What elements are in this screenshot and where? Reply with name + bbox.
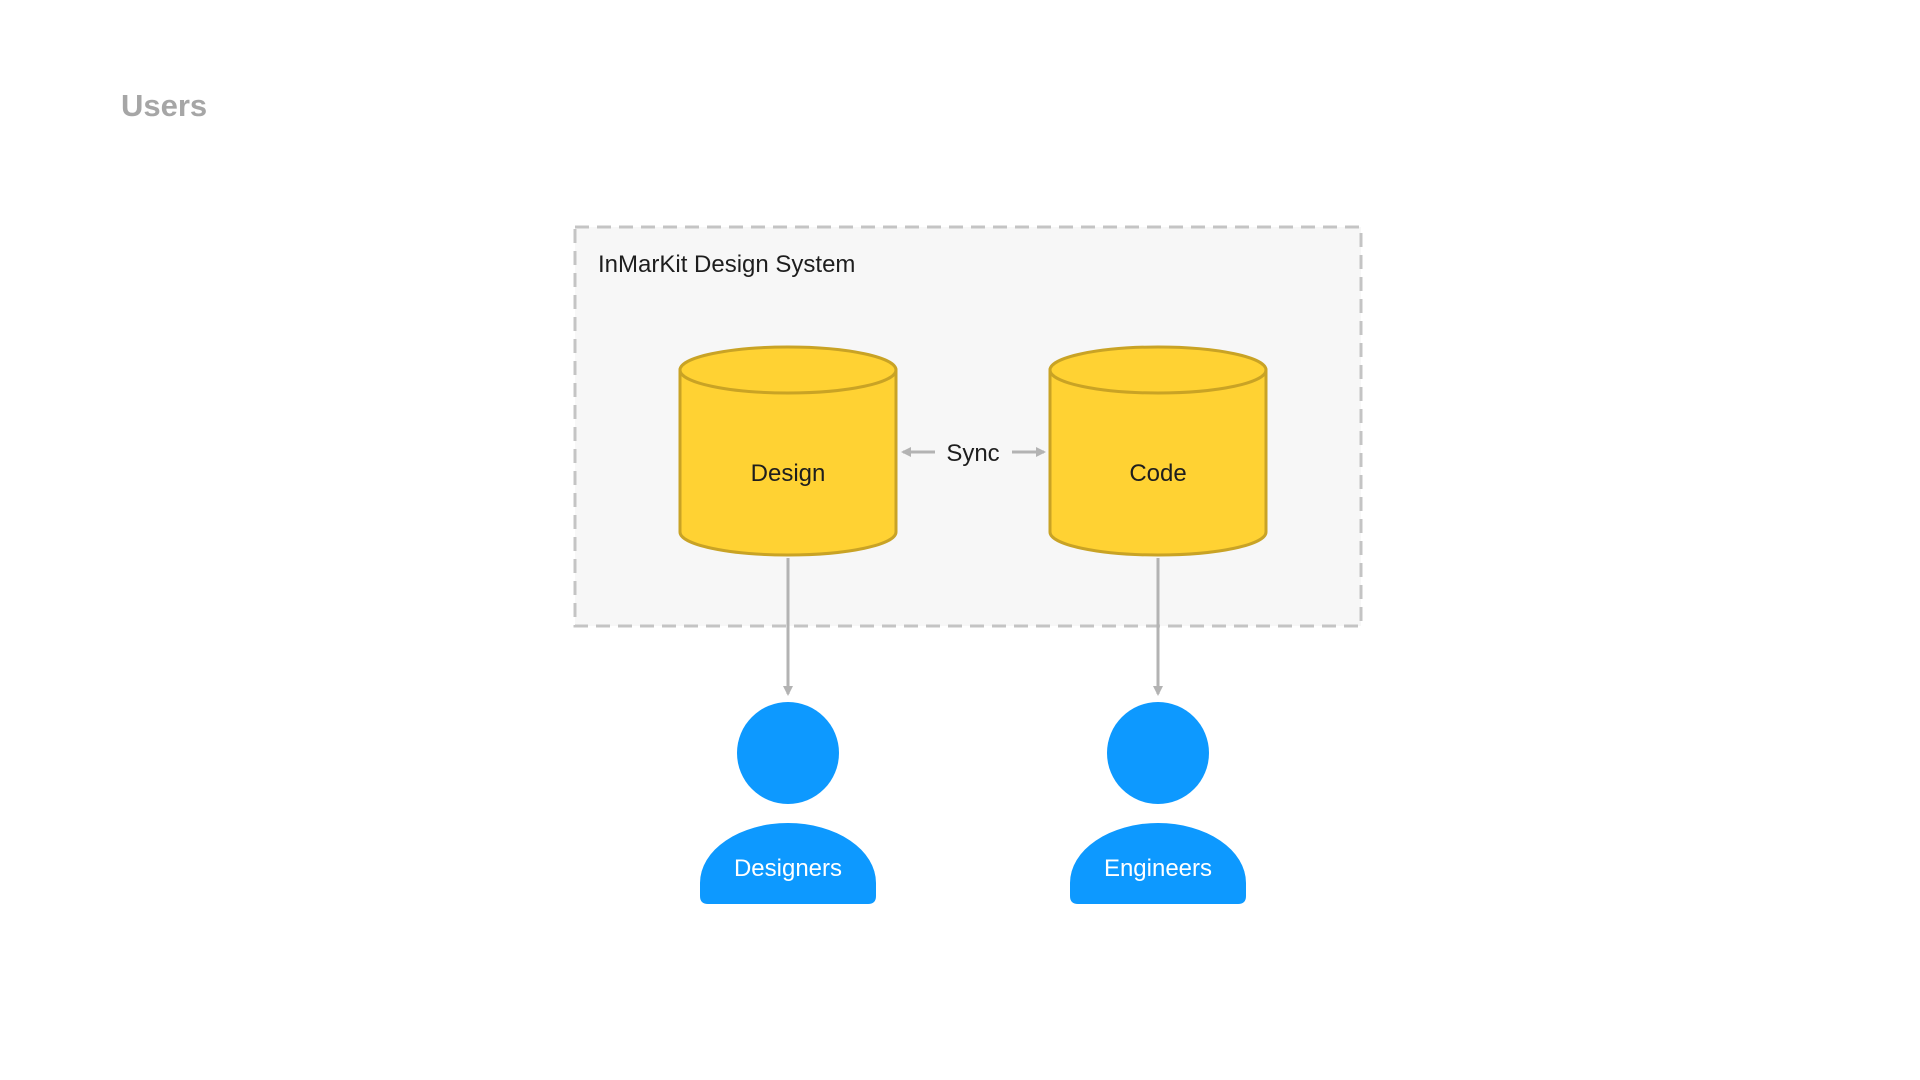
engineers-person-icon-head bbox=[1107, 702, 1209, 804]
design-node-label: Design bbox=[751, 460, 826, 487]
sync-edge: Sync bbox=[901, 440, 1046, 467]
engineers-label: Engineers bbox=[1104, 855, 1212, 882]
designers-person-icon-body bbox=[700, 823, 876, 904]
designers-person-icon-head bbox=[737, 702, 839, 804]
design-database-node: Design bbox=[678, 345, 898, 557]
code-database-node: Code bbox=[1048, 345, 1268, 557]
engineers-actor-node: Engineers bbox=[1070, 702, 1246, 904]
code-cylinder-top bbox=[1048, 345, 1268, 395]
page-title: Users bbox=[121, 88, 208, 123]
design-cylinder-body bbox=[678, 368, 898, 557]
designers-actor-node: Designers bbox=[700, 702, 876, 904]
sync-label: Sync bbox=[946, 440, 999, 467]
code-node-label: Code bbox=[1129, 460, 1186, 487]
code-cylinder-body bbox=[1048, 368, 1268, 557]
group-label: InMarKit Design System bbox=[598, 251, 855, 278]
designers-label: Designers bbox=[734, 855, 842, 882]
design-cylinder-top bbox=[678, 345, 898, 395]
engineers-person-icon-body bbox=[1070, 823, 1246, 904]
